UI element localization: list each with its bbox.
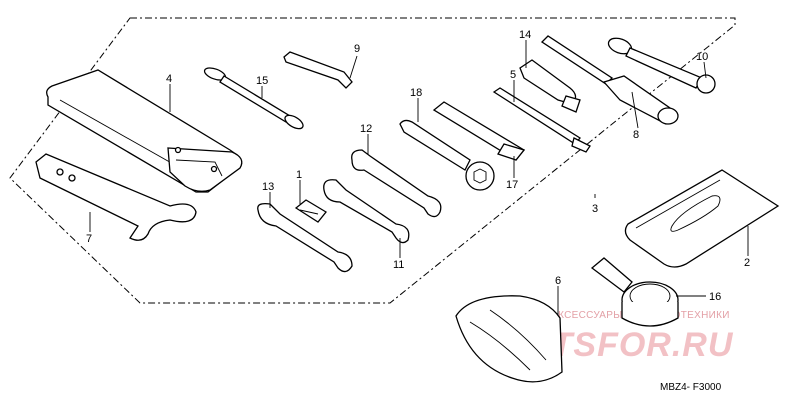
box-wrench-part-18 <box>399 119 495 191</box>
callout-5: 5 <box>510 69 516 81</box>
pouch-part-6 <box>455 295 563 383</box>
callout-4: 4 <box>166 73 172 85</box>
screwdriver-bit-part-5 <box>492 87 591 153</box>
callout-12: 12 <box>360 123 372 135</box>
callout-labels: 4 15 9 18 12 7 13 1 11 17 14 5 8 10 3 2 … <box>86 29 750 303</box>
callout-11: 11 <box>393 259 404 271</box>
tire-gauge-part-16 <box>590 257 679 327</box>
callout-14: 14 <box>519 29 531 41</box>
open-wrench-part-11 <box>323 179 410 244</box>
plug-wrench-part-8 <box>540 35 679 125</box>
callout-2: 2 <box>744 257 750 269</box>
callout-16: 16 <box>709 291 721 303</box>
pin-spanner-part-15 <box>203 67 304 130</box>
callout-3: 3 <box>592 203 598 215</box>
extension-bar-part-17 <box>432 101 526 161</box>
hook-wrench-part-7 <box>35 153 197 241</box>
small-tool-part-1 <box>294 199 327 223</box>
pouch-part-2 <box>624 169 780 268</box>
hex-key-part-9 <box>283 51 353 89</box>
callout-18: 18 <box>410 87 422 99</box>
kit-frame <box>9 17 736 304</box>
screwdriver-handle-part-14 <box>519 59 581 113</box>
watermark-tagline: ЗАПЧАСТИ И АКСЕССУАРЫ ДЛЯ МОТОТЕХНИКИ <box>482 310 730 321</box>
leader-lines <box>89 40 749 316</box>
callout-8: 8 <box>633 129 639 141</box>
callout-15: 15 <box>256 75 268 87</box>
diagram-code: MBZ4- F3000 <box>660 382 722 393</box>
box-wrench-part-10 <box>607 37 716 94</box>
callout-6: 6 <box>555 275 561 287</box>
callout-9: 9 <box>354 43 360 55</box>
callout-1: 1 <box>296 169 302 181</box>
tool-bag-part-4 <box>46 69 243 193</box>
callout-13: 13 <box>262 181 274 193</box>
callout-17: 17 <box>506 179 518 191</box>
open-wrench-part-12 <box>351 149 442 218</box>
callout-10: 10 <box>696 51 708 63</box>
open-wrench-part-13 <box>257 202 353 273</box>
callout-7: 7 <box>86 233 92 245</box>
